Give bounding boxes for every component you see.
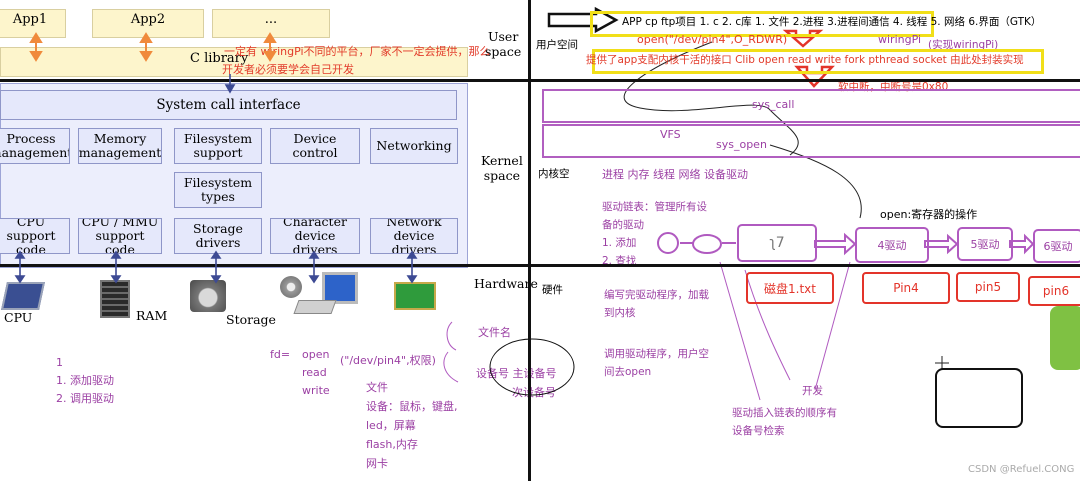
app-layer-text: APP cp ftp项目 1. c 2. c库 1. 文件 2.进程 3.进程间… bbox=[622, 16, 1042, 28]
vfs-layer-box bbox=[542, 124, 1080, 158]
filename-label: 文件名 bbox=[478, 326, 511, 339]
clib-layer-box bbox=[592, 49, 1044, 74]
fd-ops-list: open read write bbox=[302, 348, 330, 397]
green-widget-icon bbox=[1050, 306, 1080, 370]
app-box-2: App2 bbox=[92, 9, 204, 38]
fd-label: fd= bbox=[270, 348, 291, 361]
app-box-1: App1 bbox=[0, 9, 66, 38]
develop-label: 开发 bbox=[802, 385, 823, 397]
driver-node-6: 6驱动 bbox=[1033, 229, 1080, 263]
c-library-label: C library bbox=[190, 51, 249, 66]
device-number-label: 设备号 主设备号 bbox=[476, 367, 557, 380]
pin5-node: pin5 bbox=[956, 272, 1020, 302]
process-management-box: Processmanagement bbox=[0, 128, 70, 164]
register-ops-label: open:寄存器的操作 bbox=[880, 208, 978, 221]
implement-wiringpi-label: (实现wiringPi) bbox=[928, 39, 999, 51]
c-library-box bbox=[0, 47, 468, 77]
user-kernel-divider bbox=[0, 79, 1080, 82]
sys-call-label: sys_call bbox=[752, 98, 795, 111]
wiringpi-note-1: 一定有 wiringPi不同的平台，厂家不一定会提供，那么 bbox=[224, 45, 491, 58]
watermark: CSDN @Refuel.CONG bbox=[968, 464, 1075, 475]
driver-node-empty: ʅ7 bbox=[737, 224, 817, 262]
kernel-hardware-divider bbox=[0, 264, 1080, 267]
pin4-node: Pin4 bbox=[862, 272, 950, 304]
driver-chain-notes: 驱动链表：管理所有设 备的驱动 1. 添加 2. 查找 bbox=[602, 201, 707, 267]
networking-box: Networking bbox=[370, 128, 458, 164]
files-list: 文件 设备：鼠标，键盘, led，屏幕 flash,内存 网卡 bbox=[366, 381, 458, 470]
write-driver-note: 编写完驱动程序，加载 到内核 bbox=[604, 289, 709, 319]
driver-node-5: 5驱动 bbox=[957, 227, 1013, 261]
minor-number-label: 次设备号 bbox=[512, 386, 556, 399]
sys-open-label: sys_open bbox=[716, 138, 767, 151]
clib-layer-text: 提供了app支配内核干活的接口 Clib open read write for… bbox=[586, 54, 1024, 66]
kernel-items-text: 进程 内存 线程 网络 设备驱动 bbox=[602, 168, 748, 181]
hardware-cn-label: 硬件 bbox=[542, 284, 563, 296]
storage-label: Storage bbox=[226, 312, 276, 327]
blank-rounded-box bbox=[935, 368, 1023, 428]
open-call-text: open("/dev/pin4",O_RDWR) bbox=[637, 33, 788, 46]
ram-label: RAM bbox=[136, 308, 168, 323]
network-card-icon bbox=[394, 282, 436, 310]
kernel-space-cn-label: 内核空 bbox=[538, 168, 570, 180]
hardware-label: Hardware bbox=[474, 276, 538, 291]
user-space-cn-label: 用户空间 bbox=[536, 39, 578, 51]
call-driver-note: 调用驱动程序，用户空 间去open bbox=[604, 348, 709, 378]
monitor-icon bbox=[322, 272, 358, 304]
pin6-node: pin6 bbox=[1028, 276, 1080, 306]
driver-steps-list: 1 1. 添加驱动 2. 调用驱动 bbox=[56, 356, 114, 405]
disk-node: 磁盘1.txt bbox=[746, 272, 834, 304]
wiringpi-label: wiringPi bbox=[878, 33, 922, 46]
hard-disk-icon bbox=[190, 280, 226, 312]
syscall-interface-box: System call interface bbox=[0, 90, 457, 120]
app-box-3: ... bbox=[212, 9, 330, 38]
driver-node-4: 4驱动 bbox=[855, 227, 929, 263]
syscall-layer-box bbox=[542, 89, 1080, 123]
fd-path: ("/dev/pin4",权限) bbox=[340, 354, 436, 367]
cpu-label: CPU bbox=[4, 310, 33, 325]
speaker-icon bbox=[280, 276, 302, 298]
vfs-label: VFS bbox=[660, 128, 681, 141]
center-divider bbox=[528, 0, 531, 481]
wiringpi-note-2: 开发者必须要学会自己开发 bbox=[222, 63, 354, 76]
app-layer-box bbox=[590, 11, 934, 37]
insert-order-note: 驱动插入链表的顺序有 设备号检索 bbox=[732, 407, 837, 437]
